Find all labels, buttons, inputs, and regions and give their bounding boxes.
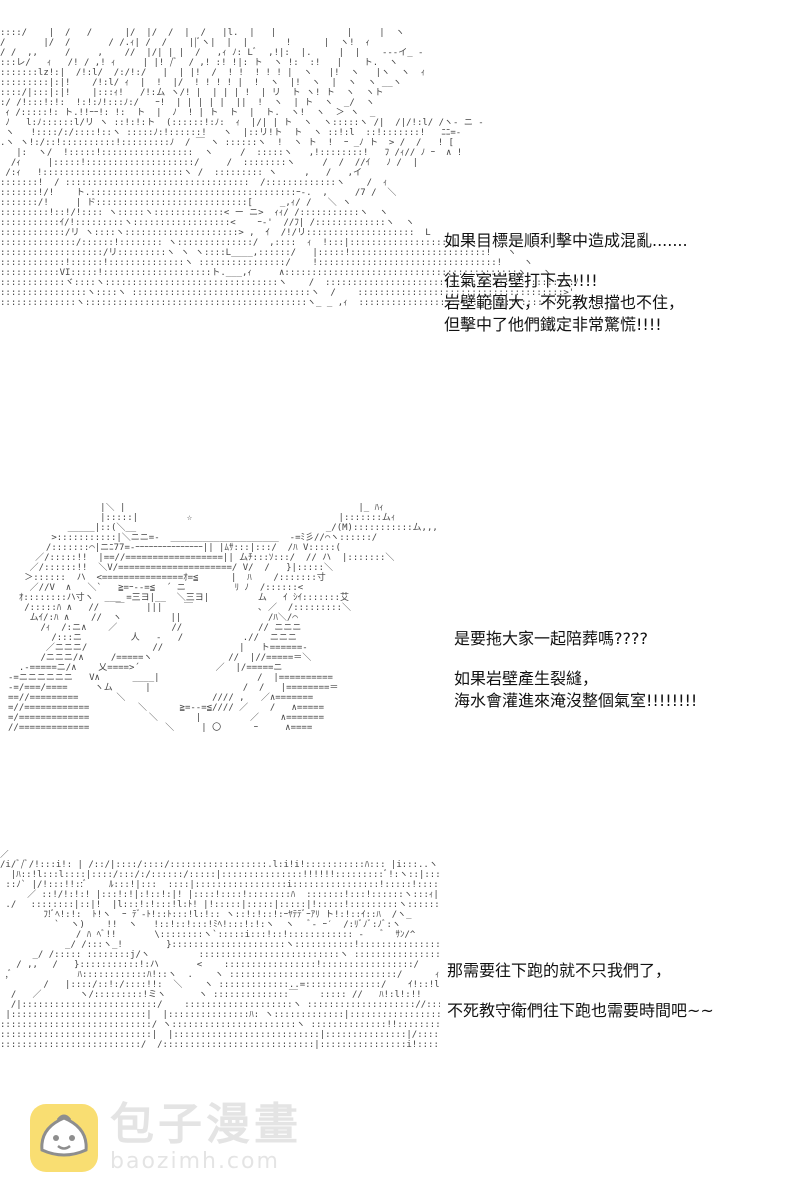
dialog-line: 那需要往下跑的就不只我們了， [447, 961, 672, 980]
ascii-art-crowd: ／ /i/ﾞ/ﾞ/!:::i!: | /::/|::::/::::/::::::… [0, 850, 440, 1050]
dialog-line: 海水會灌進來淹沒整個氣室!!!!!!!! [454, 691, 698, 710]
watermark-url: baozimh.com [110, 1149, 280, 1174]
ascii-art-explosion: ::::/ | / / |/ |/ / | / |l. | | | | ヽ / … [0, 28, 585, 308]
panel-2: |＼ | |_ ﾊｨ |:::::| ☆ |:::::::ムｨ _____|::… [0, 495, 800, 825]
dialog-text-1: 如果目標是順利擊中造成混亂....... 往氣室岩壁打下去!!!! 岩壁範圍大，… [444, 230, 784, 336]
dialog-line: 不死教守衛們往下跑也需要時間吧~~ [447, 1001, 714, 1020]
ascii-art-character-face: |＼ | |_ ﾊｨ |:::::| ☆ |:::::::ムｨ _____|::… [8, 503, 438, 733]
watermark: 包子漫畫 baozimh.com [28, 1092, 358, 1184]
dialog-line: 如果目標是順利擊中造成混亂....... [444, 231, 688, 250]
dialog-text-2: 是要拖大家一起陪葬嗎???? 如果岩壁產生裂縫， 海水會灌進來淹沒整個氣室!!!… [454, 628, 784, 712]
dialog-line: 但擊中了他們鐵定非常驚慌!!!! [444, 315, 662, 334]
watermark-name: 包子漫畫 [110, 1099, 302, 1150]
dialog-line: 往氣室岩壁打下去!!!! [444, 271, 598, 290]
panel-3: ／ /i/ﾞ/ﾞ/!:::i!: | /::/|::::/::::/::::::… [0, 840, 800, 1200]
dialog-line: 如果岩壁產生裂縫， [454, 669, 599, 688]
dialog-line: 岩壁範圍大，不死教想擋也不住， [444, 293, 685, 312]
bun-mascot-icon [30, 1104, 98, 1172]
dialog-line: 是要拖大家一起陪葬嗎???? [454, 629, 648, 648]
panel-1: ::::/ | / / |/ |/ / | / |l. | | | | ヽ / … [0, 0, 800, 490]
dialog-text-3: 那需要往下跑的就不只我們了， 不死教守衛們往下跑也需要時間吧~~ [447, 960, 787, 1022]
